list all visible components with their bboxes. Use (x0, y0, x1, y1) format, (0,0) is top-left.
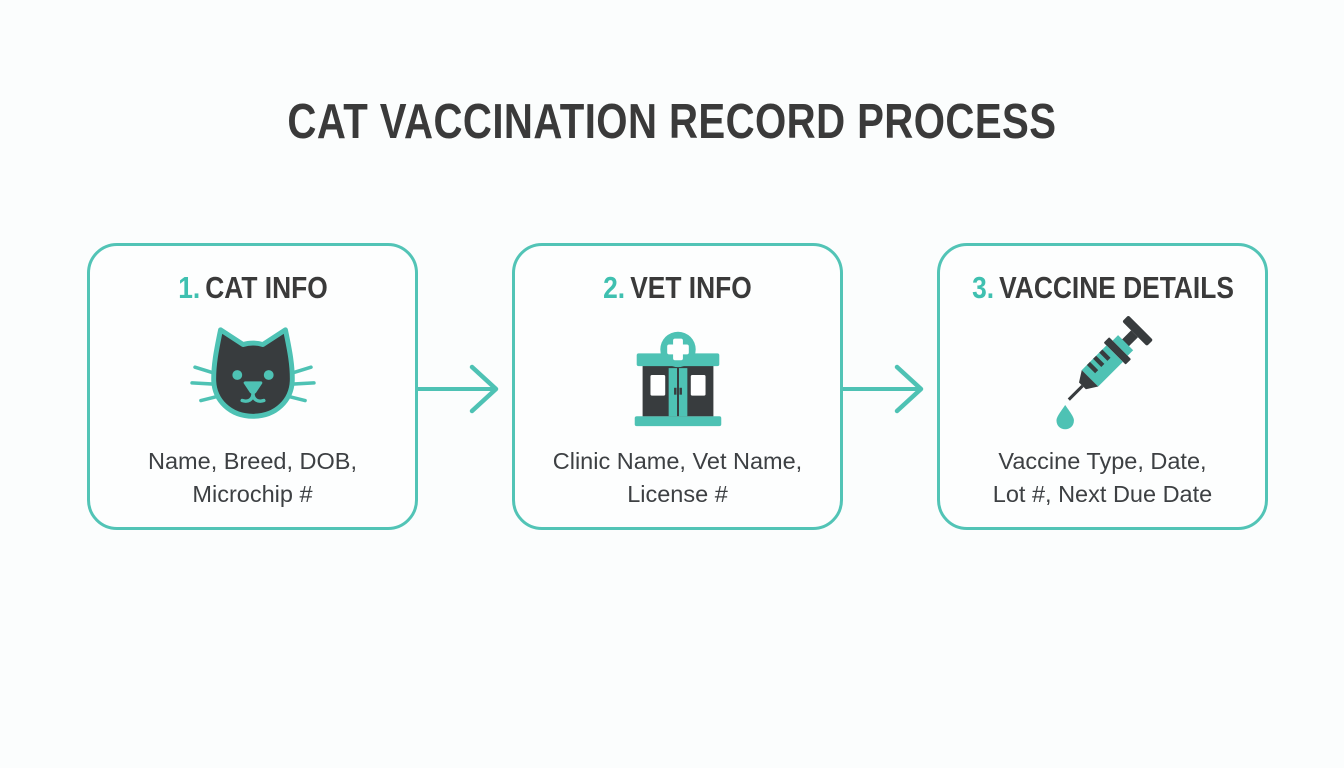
step-heading: 3.VACCINE DETAILS (971, 270, 1234, 305)
step-number: 2. (603, 270, 626, 305)
step-description: Name, Breed, DOB, Microchip # (148, 448, 357, 507)
step-card-cat-info: 1.CAT INFO (87, 243, 418, 530)
step-description: Vaccine Type, Date, Lot #, Next Due Date (992, 448, 1213, 507)
syringe-icon (1040, 313, 1166, 437)
step-label: CAT INFO (204, 270, 328, 305)
page-title: CAT VACCINATION RECORD PROCESS (0, 94, 1344, 150)
step-heading: 2.VET INFO (603, 270, 752, 305)
cat-face-icon (189, 313, 317, 437)
step-number: 1. (177, 270, 200, 305)
step-heading: 1.CAT INFO (177, 270, 328, 305)
step-label: VET INFO (630, 270, 752, 305)
step-number: 3. (971, 270, 994, 305)
step-card-vet-info: 2.VET INFO (512, 243, 843, 530)
step-label: VACCINE DETAILS (998, 270, 1234, 305)
right-arrow-icon (843, 344, 937, 434)
vet-clinic-icon (619, 313, 737, 437)
right-arrow-icon (418, 344, 512, 434)
step-description: Clinic Name, Vet Name, License # (552, 448, 803, 507)
page-title-text: CAT VACCINATION RECORD PROCESS (287, 95, 1057, 149)
step-card-vaccine-details: 3.VACCINE DETAILS (937, 243, 1268, 530)
